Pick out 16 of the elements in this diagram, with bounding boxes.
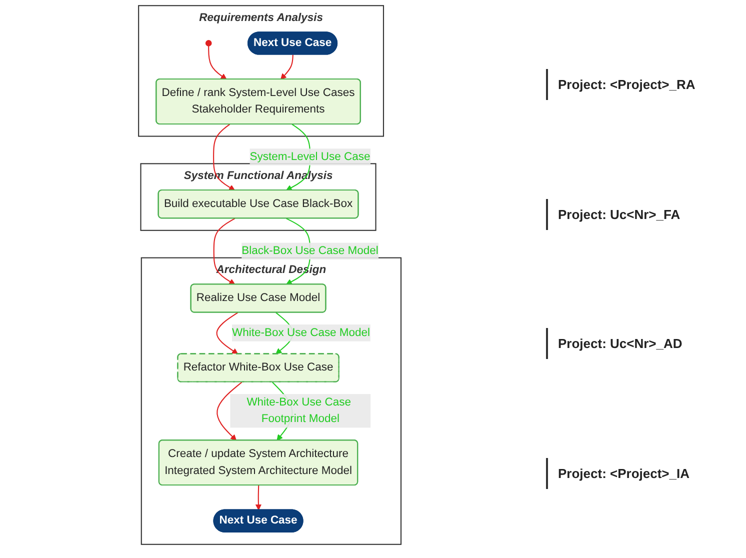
project-note: Project: <Project>_RA: [546, 69, 740, 100]
arrow: [280, 54, 294, 80]
arrow: [214, 218, 236, 285]
arrow: [216, 312, 238, 354]
edge-label: System-Level Use Case: [250, 150, 370, 163]
project-note: Project: Uc<Nr>_FA: [546, 198, 740, 230]
project-note: Project: <Project>_IA: [546, 458, 740, 489]
arrow: [256, 485, 262, 510]
arrow: [216, 382, 242, 441]
edge-label: White-Box Use Case Model: [232, 326, 370, 339]
project-note: Project: Uc<Nr>_AD: [546, 328, 740, 360]
arrow: [208, 46, 227, 80]
node-circle: [206, 40, 212, 46]
edge-label: Black-Box Use Case Model: [242, 244, 379, 257]
arrow: [213, 124, 236, 191]
edge-label: White-Box Use Case Footprint Model: [246, 396, 352, 425]
